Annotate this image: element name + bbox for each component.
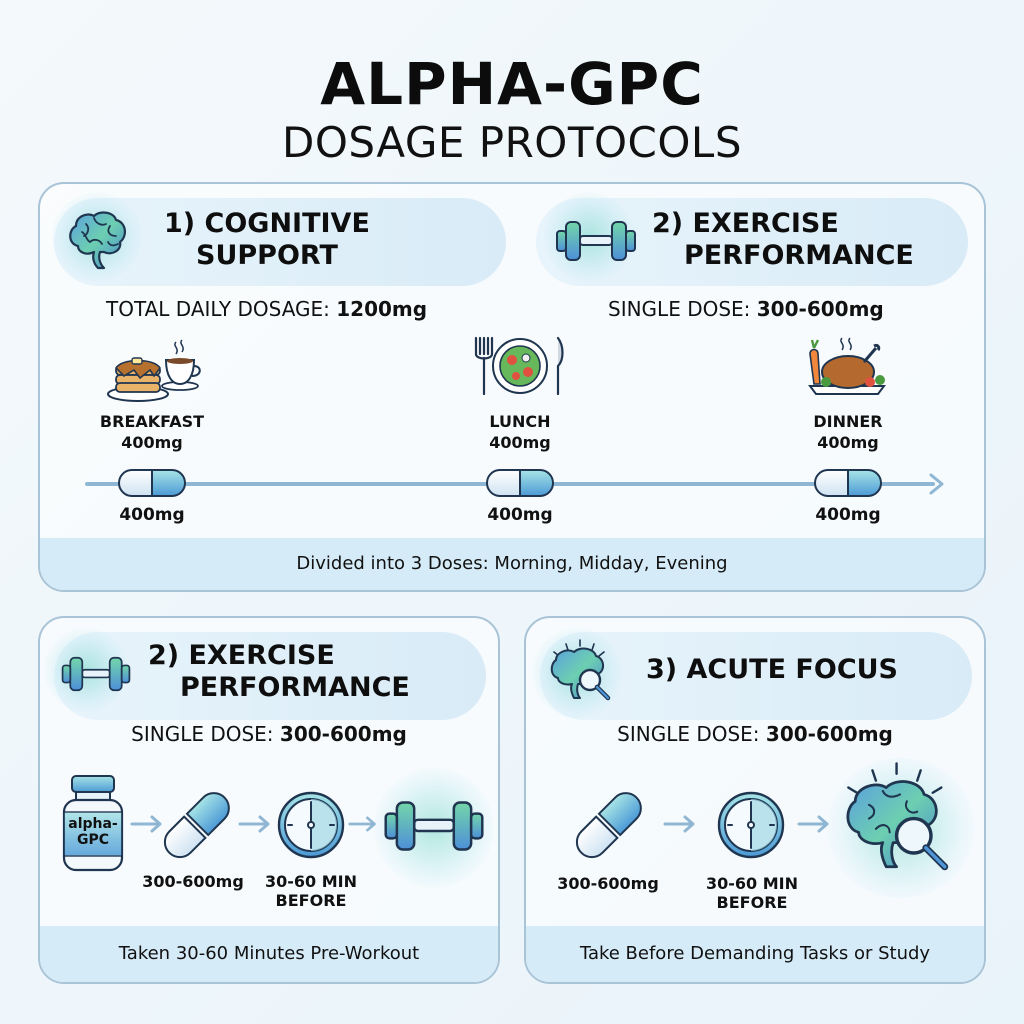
meal-dose: 400mg xyxy=(489,433,551,452)
bottle-label: alpha- GPC xyxy=(62,816,124,848)
exercise-top-dose-value: 300-600mg xyxy=(756,297,884,321)
meal-lunch: LUNCH 400mg xyxy=(450,411,590,453)
exercise-dose-value: 300-600mg xyxy=(279,722,407,746)
exercise-dose-line: SINGLE DOSE: 300-600mg xyxy=(40,722,498,746)
arrow-right-icon xyxy=(238,815,270,833)
arrow-right-icon xyxy=(130,815,162,833)
meal-dinner: DINNER 400mg xyxy=(778,411,918,453)
exercise-capsule-label: 300-600mg xyxy=(142,872,244,891)
brain-magnifier-icon xyxy=(550,639,611,701)
arrow-right-icon xyxy=(663,815,695,833)
bottle-label-line1: alpha- xyxy=(68,816,118,832)
exercise-top-dose-line: SINGLE DOSE: 300-600mg xyxy=(608,297,884,321)
exercise-top-title-line2: PERFORMANCE xyxy=(684,240,914,271)
pill-dose-dinner: 400mg xyxy=(815,505,881,525)
brain-icon xyxy=(69,211,126,270)
bottle-label-line2: GPC xyxy=(76,832,110,848)
exercise-clock-label: 30-60 MIN BEFORE xyxy=(256,872,366,910)
capsule-icon xyxy=(486,469,554,497)
roast-chicken-icon xyxy=(808,337,886,395)
focus-capsule-label: 300-600mg xyxy=(557,874,659,893)
timeline-arrow-icon xyxy=(929,473,944,495)
cognitive-support-card: 1) COGNITIVE SUPPORT 2) EXERCISE PERFORM… xyxy=(38,182,986,592)
exercise-top-title-line1: 2) EXERCISE xyxy=(652,208,839,239)
exercise-footer: Taken 30-60 Minutes Pre-Workout xyxy=(40,926,498,982)
cognitive-title-line2: SUPPORT xyxy=(196,240,338,271)
dumbbell-icon xyxy=(61,656,131,692)
page-title: ALPHA-GPC xyxy=(320,50,704,118)
dumbbell-icon xyxy=(384,801,484,851)
dumbbell-icon xyxy=(556,221,636,261)
brain-magnifier-icon xyxy=(846,762,949,871)
cognitive-footer: Divided into 3 Doses: Morning, Midday, E… xyxy=(40,538,984,590)
cognitive-dose-line: TOTAL DAILY DOSAGE: 1200mg xyxy=(106,297,427,321)
exercise-performance-card: 2) EXERCISE PERFORMANCE SINGLE DOSE: 300… xyxy=(38,616,500,984)
focus-dose-value: 300-600mg xyxy=(765,722,893,746)
focus-dose-line: SINGLE DOSE: 300-600mg xyxy=(526,722,984,746)
meal-label: BREAKFAST xyxy=(99,412,205,431)
salad-plate-icon xyxy=(474,336,564,396)
focus-footer: Take Before Demanding Tasks or Study xyxy=(526,926,984,982)
exercise-title-line2: PERFORMANCE xyxy=(180,672,410,703)
focus-clock-label: 30-60 MIN BEFORE xyxy=(694,874,810,912)
exercise-dose-prefix: SINGLE DOSE: xyxy=(131,722,274,746)
bottle-icon xyxy=(62,775,124,872)
clock-label-line2: BEFORE xyxy=(716,893,788,912)
cognitive-dose-value: 1200mg xyxy=(336,297,428,321)
cognitive-title: 1) COGNITIVE SUPPORT xyxy=(164,208,370,272)
cognitive-title-line1: 1) COGNITIVE xyxy=(164,208,370,239)
cognitive-dose-prefix: TOTAL DAILY DOSAGE: xyxy=(106,297,330,321)
capsule-icon xyxy=(575,792,642,859)
meal-label: LUNCH xyxy=(489,412,551,431)
exercise-title-top: 2) EXERCISE PERFORMANCE xyxy=(652,208,914,272)
clock-label-line1: 30-60 MIN xyxy=(705,874,798,893)
acute-focus-card: 3) ACUTE FOCUS SINGLE DOSE: 300-600mg 30… xyxy=(524,616,986,984)
focus-title: 3) ACUTE FOCUS xyxy=(646,654,899,685)
capsule-icon xyxy=(163,792,230,859)
capsule-icon xyxy=(118,469,186,497)
meal-dose: 400mg xyxy=(121,433,183,452)
capsule-icon xyxy=(814,469,882,497)
clock-icon xyxy=(277,791,345,859)
clock-label-line1: 30-60 MIN xyxy=(264,872,357,891)
exercise-top-dose-prefix: SINGLE DOSE: xyxy=(608,297,751,321)
meal-label: DINNER xyxy=(813,412,883,431)
clock-label-line2: BEFORE xyxy=(275,891,347,910)
exercise-title-line1: 2) EXERCISE xyxy=(148,640,335,671)
focus-dose-prefix: SINGLE DOSE: xyxy=(617,722,760,746)
meal-breakfast: BREAKFAST 400mg xyxy=(82,411,222,453)
page-subtitle: DOSAGE PROTOCOLS xyxy=(282,118,742,167)
meal-dose: 400mg xyxy=(817,433,879,452)
pill-dose-breakfast: 400mg xyxy=(119,505,185,525)
pill-dose-lunch: 400mg xyxy=(487,505,553,525)
pancakes-coffee-icon xyxy=(107,339,201,402)
exercise-title: 2) EXERCISE PERFORMANCE xyxy=(148,640,410,704)
clock-icon xyxy=(717,791,785,859)
